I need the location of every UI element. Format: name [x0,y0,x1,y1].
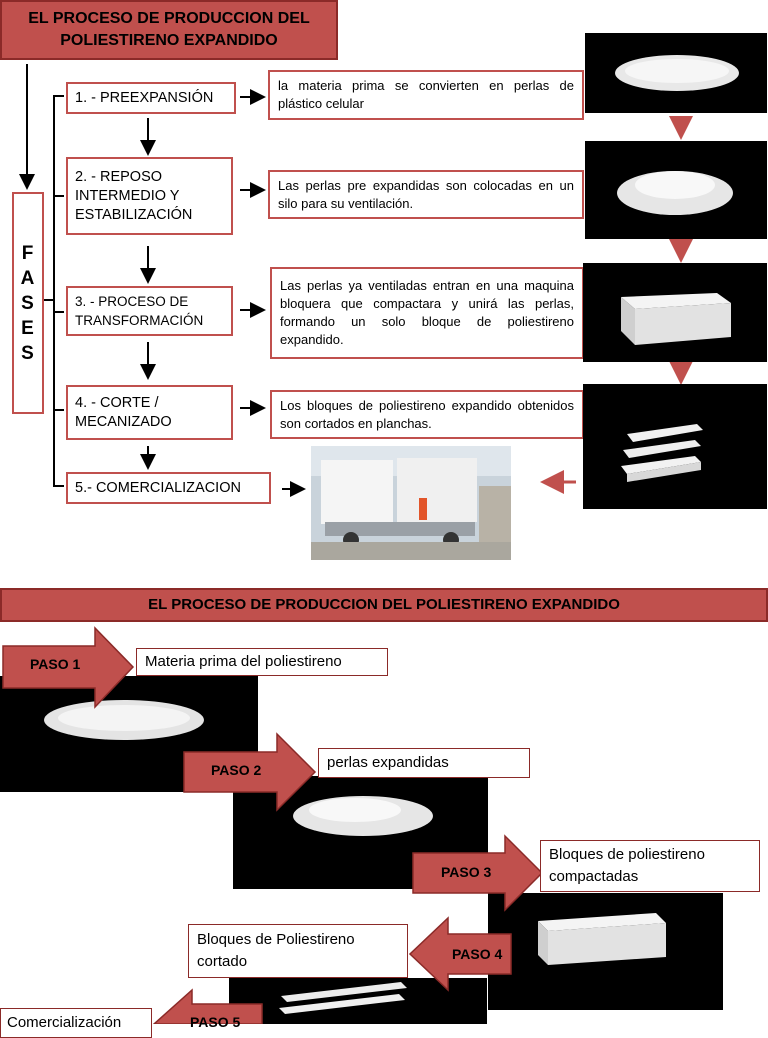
desc-2-text: Las perlas pre expandidas son colocadas … [278,177,574,211]
step-5-paso: PASO 5 [190,1014,241,1030]
step-4-paso: PASO 4 [452,946,503,962]
phase-4-box: 4. - CORTE / MECANIZADO [66,385,233,440]
phase-2-line1: 2. - REPOSO [75,168,163,185]
step-2-label-box: perlas expandidas [318,748,530,778]
photo-eps-block [583,263,767,362]
phase-1-box: 1. - PREEXPANSIÓN [66,82,236,114]
fases-letter-a: A [20,267,36,289]
fases-letter-f: F [21,242,35,264]
step-1-label-box: Materia prima del poliestireno [136,648,388,676]
desc-1-text: la materia prima se convierten en perlas… [278,78,574,111]
phase-3-line1: 3. - PROCESO DE [75,294,189,309]
photo-expanded-beads [585,141,767,239]
desc-3-text: Las perlas ya ventiladas entran en una m… [280,278,574,347]
bottom-title-text: EL PROCESO DE PRODUCCION DEL POLIESTIREN… [148,596,620,613]
phase-5-box: 5.- COMERCIALIZACION [66,472,271,504]
step-4-arrow [408,916,512,992]
phase-2-line2: INTERMEDIO Y [75,187,180,204]
step-1-label: Materia prima del poliestireno [145,653,342,670]
step-5-label: Comercialización [7,1014,122,1031]
step-3-label-box: Bloques de poliestireno compactadas [540,840,760,892]
step-3-label: Bloques de poliestireno compactadas [549,846,705,885]
desc-2-box: Las perlas pre expandidas son colocadas … [268,170,584,219]
step-1-arrow [2,626,135,709]
step-3-photo [488,893,723,1010]
desc-3-box: Las perlas ya ventiladas entran en una m… [270,267,584,359]
desc-1-box: la materia prima se convierten en perlas… [268,70,584,120]
step-2-paso: PASO 2 [211,762,262,778]
top-title: EL PROCESO DE PRODUCCION DEL POLIESTIREN… [0,0,338,60]
top-title-line1: EL PROCESO DE PRODUCCION DEL [28,10,310,27]
photo-raw-beads [585,33,767,113]
phase-2-box: 2. - REPOSO INTERMEDIO Y ESTABILIZACIÓN [66,157,233,235]
step-4-label-box: Bloques de Poliestireno cortado [188,924,408,978]
phase-2-line3: ESTABILIZACIÓN [75,206,193,223]
step-2-label: perlas expandidas [327,754,449,771]
phase-1-label: 1. - PREEXPANSIÓN [75,89,214,106]
fases-letter-s2: S [21,342,35,364]
bottom-title: EL PROCESO DE PRODUCCION DEL POLIESTIREN… [0,588,768,622]
step-3-paso: PASO 3 [441,864,492,880]
photo-cut-sheets [583,384,767,509]
phase-3-line2: TRANSFORMACIÓN [75,313,204,328]
phase-4-line1: 4. - CORTE / [75,394,159,411]
desc-4-text: Los bloques de poliestireno expandido ob… [280,397,574,431]
step-5-label-box: Comercialización [0,1008,152,1038]
photo-truck-delivery [311,446,511,560]
step-3-arrow [412,834,544,912]
step-5-arrow [152,988,263,1024]
step-4-label: Bloques de Poliestireno cortado [197,931,355,970]
phase-5-label: 5.- COMERCIALIZACION [75,479,241,496]
desc-4-box: Los bloques de poliestireno expandido ob… [270,390,584,439]
fases-letter-s1: S [21,292,35,314]
fases-letter-e: E [21,317,35,339]
top-title-line2: POLIESTIRENO EXPANDIDO [60,32,278,49]
phase-3-box: 3. - PROCESO DE TRANSFORMACIÓN [66,286,233,336]
fases-box: F A S E S [12,192,44,414]
step-2-arrow [183,732,317,812]
phase-4-line2: MECANIZADO [75,413,172,430]
step-1-paso: PASO 1 [30,656,81,672]
